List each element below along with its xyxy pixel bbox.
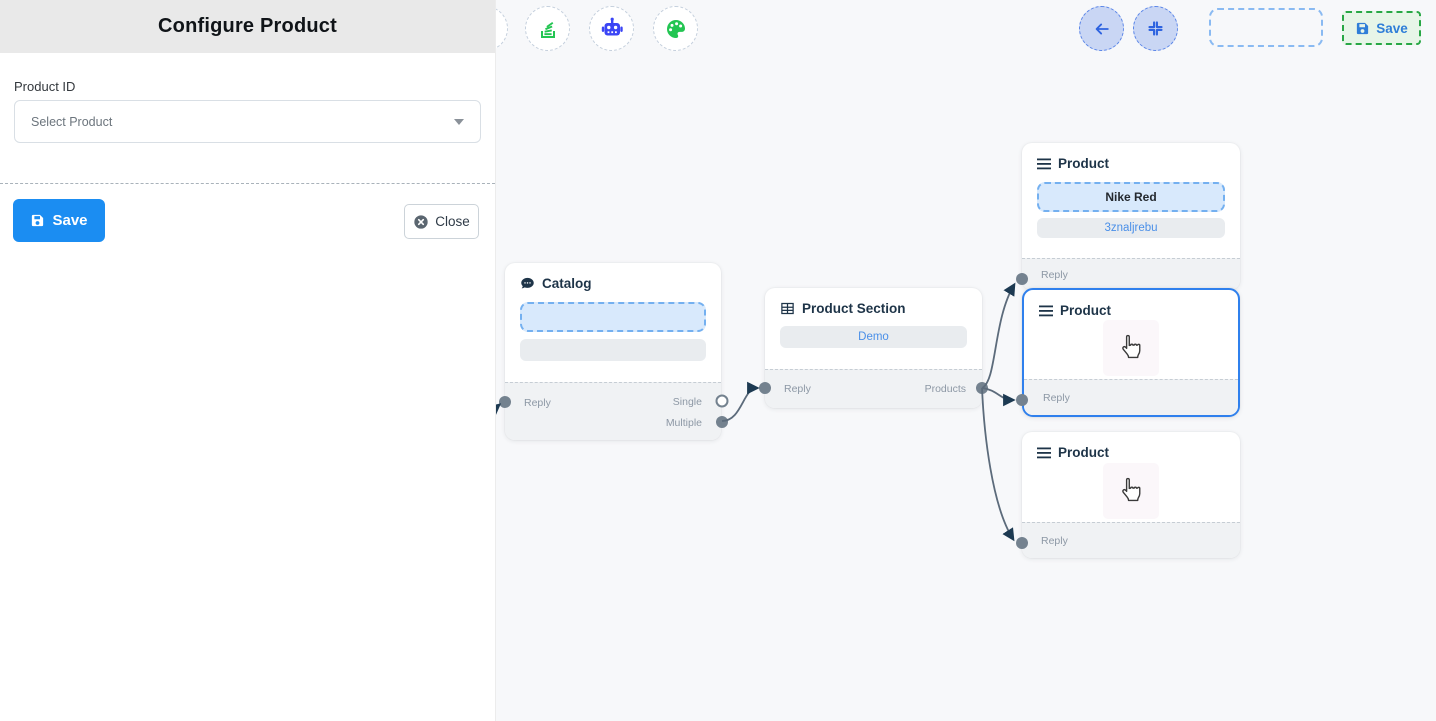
product-id-label: Product ID — [14, 79, 76, 94]
reply-handle-label: Reply — [1041, 535, 1068, 547]
product-title-text: Product — [1058, 445, 1110, 460]
product-node-1[interactable]: Product Nike Red 3znaljrebu Reply — [1022, 143, 1240, 290]
reply-handle-label: Reply — [784, 383, 811, 395]
catalog-node[interactable]: Catalog Reply Single Multiple — [505, 263, 721, 440]
menu-bars-icon — [1039, 305, 1053, 317]
catalog-multiple-handle[interactable] — [716, 416, 728, 428]
multiple-handle-label: Multiple — [665, 417, 702, 429]
toolbar-theme-button[interactable] — [653, 6, 698, 51]
single-handle-label: Single — [672, 396, 702, 408]
edge-into-catalog — [496, 403, 502, 417]
reply-handle-label: Reply — [1043, 392, 1070, 404]
fit-view-button[interactable] — [1133, 6, 1178, 51]
catalog-title-text: Catalog — [542, 276, 592, 291]
catalog-single-handle[interactable] — [715, 394, 729, 408]
product-section-item[interactable]: Demo — [780, 326, 967, 348]
floppy-icon — [30, 213, 45, 228]
product-node-title: Product — [1022, 143, 1240, 171]
canvas-save-label: Save — [1376, 20, 1408, 36]
floppy-icon — [1355, 21, 1370, 36]
palette-icon — [664, 17, 688, 41]
product-title-text: Product — [1060, 303, 1112, 318]
catalog-node-footer: Reply Single Multiple — [505, 382, 721, 440]
edge-products-to-product3 — [981, 387, 1015, 542]
product-id-select[interactable]: Select Product — [14, 100, 481, 143]
product1-item-nike[interactable]: Nike Red — [1037, 182, 1225, 212]
product-node-footer: Reply — [1022, 522, 1240, 558]
save-button-label: Save — [52, 212, 88, 229]
product1-reply-handle[interactable] — [1016, 273, 1028, 285]
product-section-node-title: Product Section — [765, 288, 982, 316]
reply-handle-label: Reply — [524, 397, 551, 409]
close-button[interactable]: Close — [404, 204, 479, 239]
chat-bubble-icon — [520, 276, 535, 291]
chevron-down-icon — [454, 118, 464, 125]
product-node-footer: Reply — [1024, 379, 1238, 415]
back-arrow-icon — [1092, 19, 1112, 39]
catalog-reply-handle[interactable] — [499, 396, 511, 408]
product-node-3[interactable]: Product Reply — [1022, 432, 1240, 558]
catalog-dropzone[interactable] — [520, 302, 706, 332]
canvas-save-button[interactable]: Save — [1342, 11, 1421, 45]
panel-header: Configure Product — [0, 0, 495, 53]
close-circle-icon — [413, 214, 429, 230]
product1-item-code[interactable]: 3znaljrebu — [1037, 218, 1225, 238]
product2-reply-handle[interactable] — [1016, 394, 1028, 406]
configure-product-panel: Configure Product Product ID Select Prod… — [0, 0, 496, 721]
product-node-title: Product — [1022, 432, 1240, 460]
save-button[interactable]: Save — [13, 199, 105, 242]
product-node-title: Product — [1024, 290, 1238, 318]
product-section-title-text: Product Section — [802, 301, 906, 316]
close-button-label: Close — [435, 214, 470, 229]
product-section-products-handle[interactable] — [976, 382, 988, 394]
undo-back-button[interactable] — [1079, 6, 1124, 51]
compress-icon — [1147, 20, 1164, 37]
reply-handle-label: Reply — [1041, 269, 1068, 281]
panel-divider — [0, 183, 495, 184]
toolbar-empty-slot[interactable] — [1209, 8, 1323, 47]
edge-products-to-product1 — [981, 282, 1016, 389]
catalog-node-title: Catalog — [505, 263, 721, 291]
product3-reply-handle[interactable] — [1016, 537, 1028, 549]
product-node-2[interactable]: Product Reply — [1022, 288, 1240, 417]
product-title-text: Product — [1058, 156, 1110, 171]
select-placeholder: Select Product — [31, 114, 113, 129]
flow-canvas[interactable]: Save Catalog Reply Single Multiple — [496, 0, 1436, 721]
menu-bars-icon — [1037, 447, 1051, 459]
catalog-item-pill[interactable] — [520, 339, 706, 361]
products-handle-label: Products — [924, 383, 966, 395]
toolbar-stack-button[interactable] — [525, 6, 570, 51]
stack-icon — [536, 17, 560, 41]
robot-icon — [599, 16, 625, 42]
toolbar-hidden-button[interactable] — [496, 6, 508, 51]
product-section-node-footer: Reply Products — [765, 369, 982, 408]
product-node-footer: Reply — [1022, 258, 1240, 290]
grid-icon — [780, 301, 795, 316]
menu-bars-icon — [1037, 158, 1051, 170]
panel-title: Configure Product — [158, 15, 337, 37]
toolbar-bot-button[interactable] — [589, 6, 634, 51]
product-section-node[interactable]: Product Section Demo Reply Products — [765, 288, 982, 408]
product-section-reply-handle[interactable] — [759, 382, 771, 394]
